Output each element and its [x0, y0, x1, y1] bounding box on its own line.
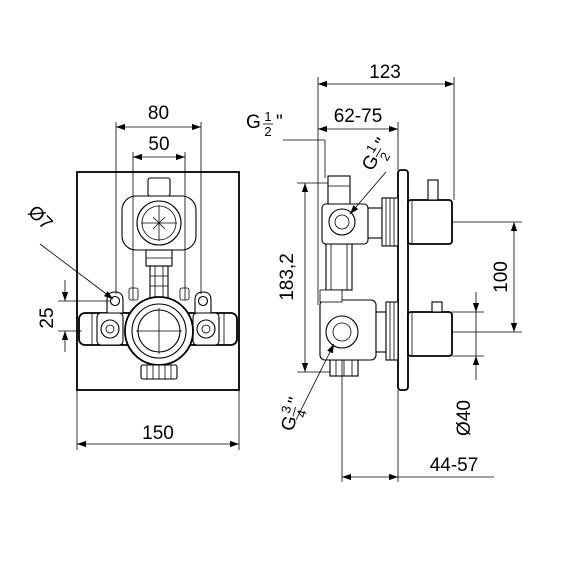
dim-44-57: 44-57: [341, 360, 494, 482]
dim-100: 100: [452, 221, 522, 333]
lower-knob: [407, 301, 453, 357]
lower-valve: [124, 296, 194, 380]
thread-g-half-prefix: G: [246, 112, 261, 133]
side-upper-hub: [321, 197, 399, 247]
dim-50: 50: [132, 134, 186, 300]
dim-25-label: 25: [37, 307, 58, 328]
dim-183-2: 183,2: [277, 182, 330, 373]
dim-62-75-label: 62-75: [334, 106, 383, 127]
thread-g34-num: 3: [278, 404, 294, 415]
dim-80-label: 80: [148, 103, 169, 124]
dim-50-label: 50: [148, 134, 169, 155]
cover-plate: [76, 171, 240, 391]
thread-g34-mark: ": [285, 395, 307, 407]
dim-d7-label: Ø7: [23, 202, 56, 235]
thread-g-three-quarter: G 3 4 ": [278, 343, 335, 434]
dim-62-75: 62-75: [318, 106, 399, 170]
thread-g-half: G 1 2 ": [246, 109, 326, 178]
dim-150: 150: [76, 390, 240, 450]
thread-g-half-num: 1: [264, 109, 271, 124]
dim-d7: Ø7: [23, 202, 114, 300]
thread-g-half-den: 2: [264, 124, 271, 139]
dim-183-2-label: 183,2: [277, 253, 298, 301]
thread-g34-den: 4: [293, 408, 309, 419]
thread-g-half-mark: ": [276, 112, 283, 133]
dim-44-57-label: 44-57: [430, 455, 479, 476]
side-lower-hub: [319, 289, 399, 361]
dim-123-label: 123: [369, 62, 401, 83]
inlet-bosses: [96, 312, 220, 346]
side-cover-plate: [397, 169, 409, 391]
dim-d40-label: Ø40: [454, 400, 475, 436]
front-view: 80 50 Ø7 25 150: [23, 103, 240, 450]
thread-g34-prefix: G: [278, 414, 302, 434]
upper-valve: [121, 177, 197, 251]
dim-d40: Ø40: [452, 292, 484, 436]
upper-knob: [407, 179, 453, 245]
connecting-pipe: [145, 249, 173, 301]
dim-150-label: 150: [142, 423, 174, 444]
side-view: 123 62-75 G 1 2 " G 1 2 ": [246, 62, 522, 482]
dim-25: 25: [37, 280, 110, 352]
dim-123: 123: [317, 62, 455, 305]
dim-100-label: 100: [491, 261, 512, 293]
dim-80: 80: [115, 103, 202, 294]
